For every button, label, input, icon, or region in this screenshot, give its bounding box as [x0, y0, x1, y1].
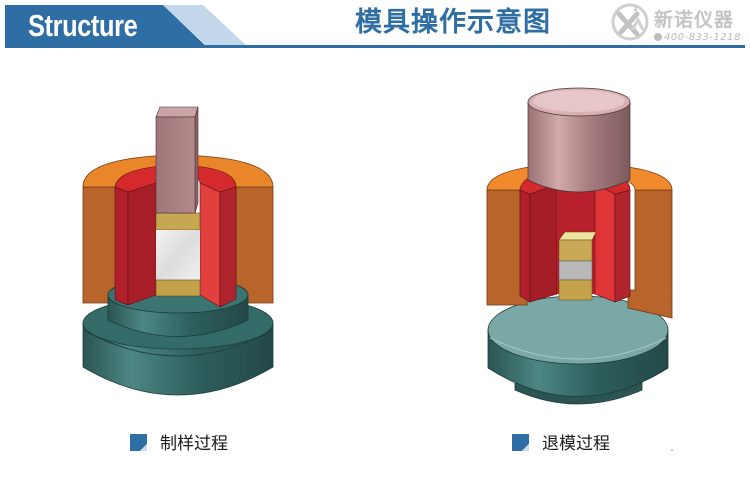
brand-name: 新诺仪器	[654, 9, 735, 31]
mold-diagram-demolding	[486, 87, 673, 405]
page-title: 模具操作示意图	[355, 7, 551, 38]
figure-sample-making	[70, 95, 290, 415]
figure-demolding	[470, 80, 690, 420]
mold-diagram-sample-making	[82, 106, 274, 396]
caption-sample-making: 制样过程	[130, 432, 228, 456]
phone-icon	[654, 33, 662, 41]
brand-logo: 新诺仪器 400-833-1218	[610, 2, 750, 46]
xn-logo-icon	[611, 3, 649, 41]
bullet-square-icon	[130, 434, 147, 451]
caption-text: 制样过程	[160, 434, 228, 454]
caption-demolding: 退模过程	[512, 432, 610, 456]
stray-dot	[671, 449, 673, 451]
header-banner: Structure 模具操作示意图 新诺仪器 400-833-1218	[0, 0, 750, 52]
bullet-square-icon	[512, 434, 529, 451]
section-title-en: Structure	[28, 8, 138, 43]
header-decoration	[5, 5, 745, 48]
phone-number: 400-833-1218	[664, 32, 741, 43]
brand-phone: 400-833-1218	[654, 32, 741, 43]
caption-text: 退模过程	[542, 434, 610, 454]
